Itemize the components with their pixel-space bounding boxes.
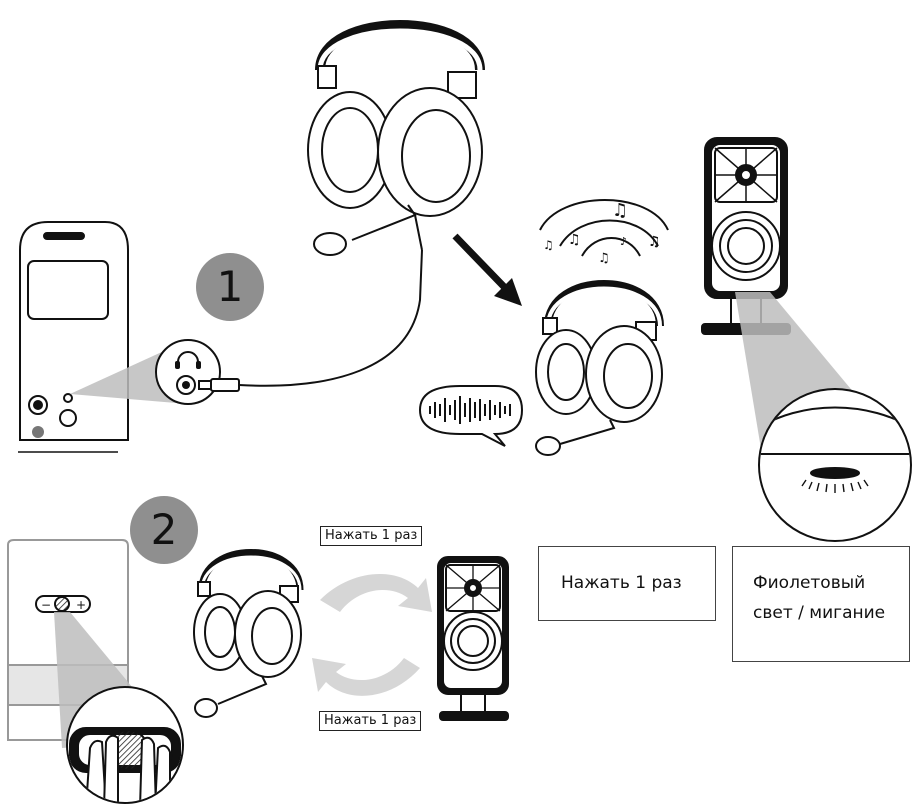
direction-arrow [455,236,522,306]
step-2-badge: 2 [130,496,198,564]
headphone-jack-icon [156,340,220,404]
press-once-label-bottom: Нажать 1 раз [319,711,421,731]
speech-bubble-waveform-icon [420,386,522,446]
headset-icon [194,553,301,718]
purple-light-line2: свет / мигание [753,603,885,623]
press-once-box: Нажать 1 раз [538,546,716,621]
step-1-badge: 1 [196,253,264,321]
volume-plus-icon: + [76,598,86,612]
volume-minus-icon: − [41,598,51,612]
purple-light-line1: Фиолетовый [753,573,865,593]
hand-press-icon [67,687,183,808]
music-note-icon: ♫ ♫ ♫ ♪ ♫ ♫ [540,200,668,266]
svg-text:♫: ♫ [568,232,581,248]
press-once-text: Нажать 1 раз [561,573,682,593]
headset-icon [308,25,482,255]
headset-icon [536,284,662,455]
cycle-arrows-icon [312,574,432,696]
svg-text:♫: ♫ [598,251,610,266]
pc-tower-icon [18,222,128,452]
press-once-label-top: Нажать 1 раз [320,526,422,546]
svg-text:♫: ♫ [648,234,661,250]
svg-text:♪: ♪ [620,235,627,248]
svg-text:♫: ♫ [543,238,554,252]
svg-text:♫: ♫ [612,200,628,221]
purple-light-box: Фиолетовый свет / мигание [732,546,910,662]
speaker-icon [438,557,508,720]
